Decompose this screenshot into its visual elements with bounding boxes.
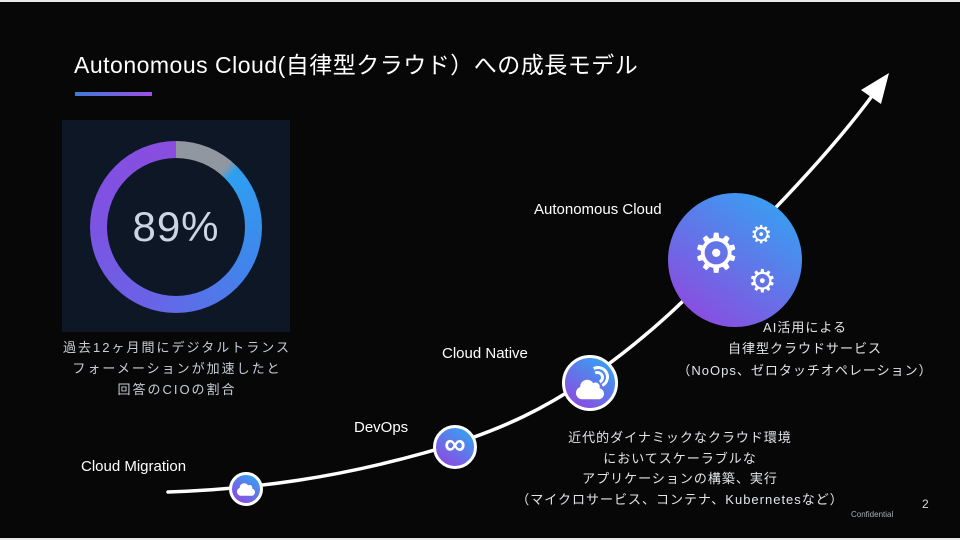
annotation-cloud-native: 近代的ダイナミックなクラウド環境 においてスケーラブルな アプリケーションの構築… <box>488 428 872 510</box>
stat-caption-line: 過去12ヶ月間にデジタルトランス <box>63 340 291 355</box>
title-underline <box>75 92 152 96</box>
milestone-circle-cloud-native <box>562 355 618 411</box>
milestone-circle-devops: ∞ <box>433 425 477 469</box>
annotation-line: においてスケーラブルな <box>603 450 757 466</box>
annotation-line: アプリケーションの構築、実行 <box>582 471 778 487</box>
stat-caption-line: フォーメーションが加速したと <box>72 360 282 376</box>
annotation-line: （NoOps、ゼロタッチオペレーション） <box>677 362 933 378</box>
annotation-line: AI活用による <box>763 320 847 335</box>
cloud-icon <box>237 482 255 496</box>
milestone-label-devops: DevOps <box>354 419 409 436</box>
annotation-line: 近代的ダイナミックなクラウド環境 <box>568 430 792 445</box>
milestone-label-cloud-migration: Cloud Migration <box>81 458 187 475</box>
milestone-label-autonomous-cloud: Autonomous Cloud <box>534 201 662 218</box>
stat-caption: 過去12ヶ月間にデジタルトランス フォーメーションが加速したと 回答のCIOの割… <box>32 338 322 400</box>
infinity-icon: ∞ <box>444 428 466 461</box>
stat-caption-line: 回答のCIOの割合 <box>117 381 237 397</box>
annotation-line: （マイクロサービス、コンテナ、Kubernetesなど） <box>516 491 844 507</box>
gear-icon: ⚙ <box>750 221 773 249</box>
donut-hole: 89% <box>107 158 245 296</box>
donut-chart: 89% <box>90 141 262 313</box>
milestone-label-cloud-native: Cloud Native <box>442 345 528 362</box>
annotation-line: 自律型クラウドサービス <box>727 341 882 357</box>
gear-icon: ⚙ <box>692 224 741 284</box>
cloud-icon <box>576 379 604 400</box>
page-title: Autonomous Cloud(自律型クラウド）への成長モデル <box>74 52 639 78</box>
slide-top-edge <box>0 0 960 2</box>
slide-bottom-edge <box>0 538 960 540</box>
milestone-circle-cloud-migration <box>229 472 263 506</box>
page-number: 2 <box>922 497 929 511</box>
arrow-icon <box>861 73 889 104</box>
milestone-circle-autonomous-cloud: ⚙ ⚙ ⚙ <box>668 193 802 327</box>
cloud-signal-icon <box>565 358 615 408</box>
annotation-autonomous-cloud: AI活用による 自律型クラウドサービス （NoOps、ゼロタッチオペレーション） <box>650 317 960 381</box>
gear-icon: ⚙ <box>748 263 777 299</box>
confidential-label: Confidential <box>851 510 894 519</box>
stat-value: 89% <box>132 203 220 250</box>
stat-panel: 89% <box>62 120 290 332</box>
